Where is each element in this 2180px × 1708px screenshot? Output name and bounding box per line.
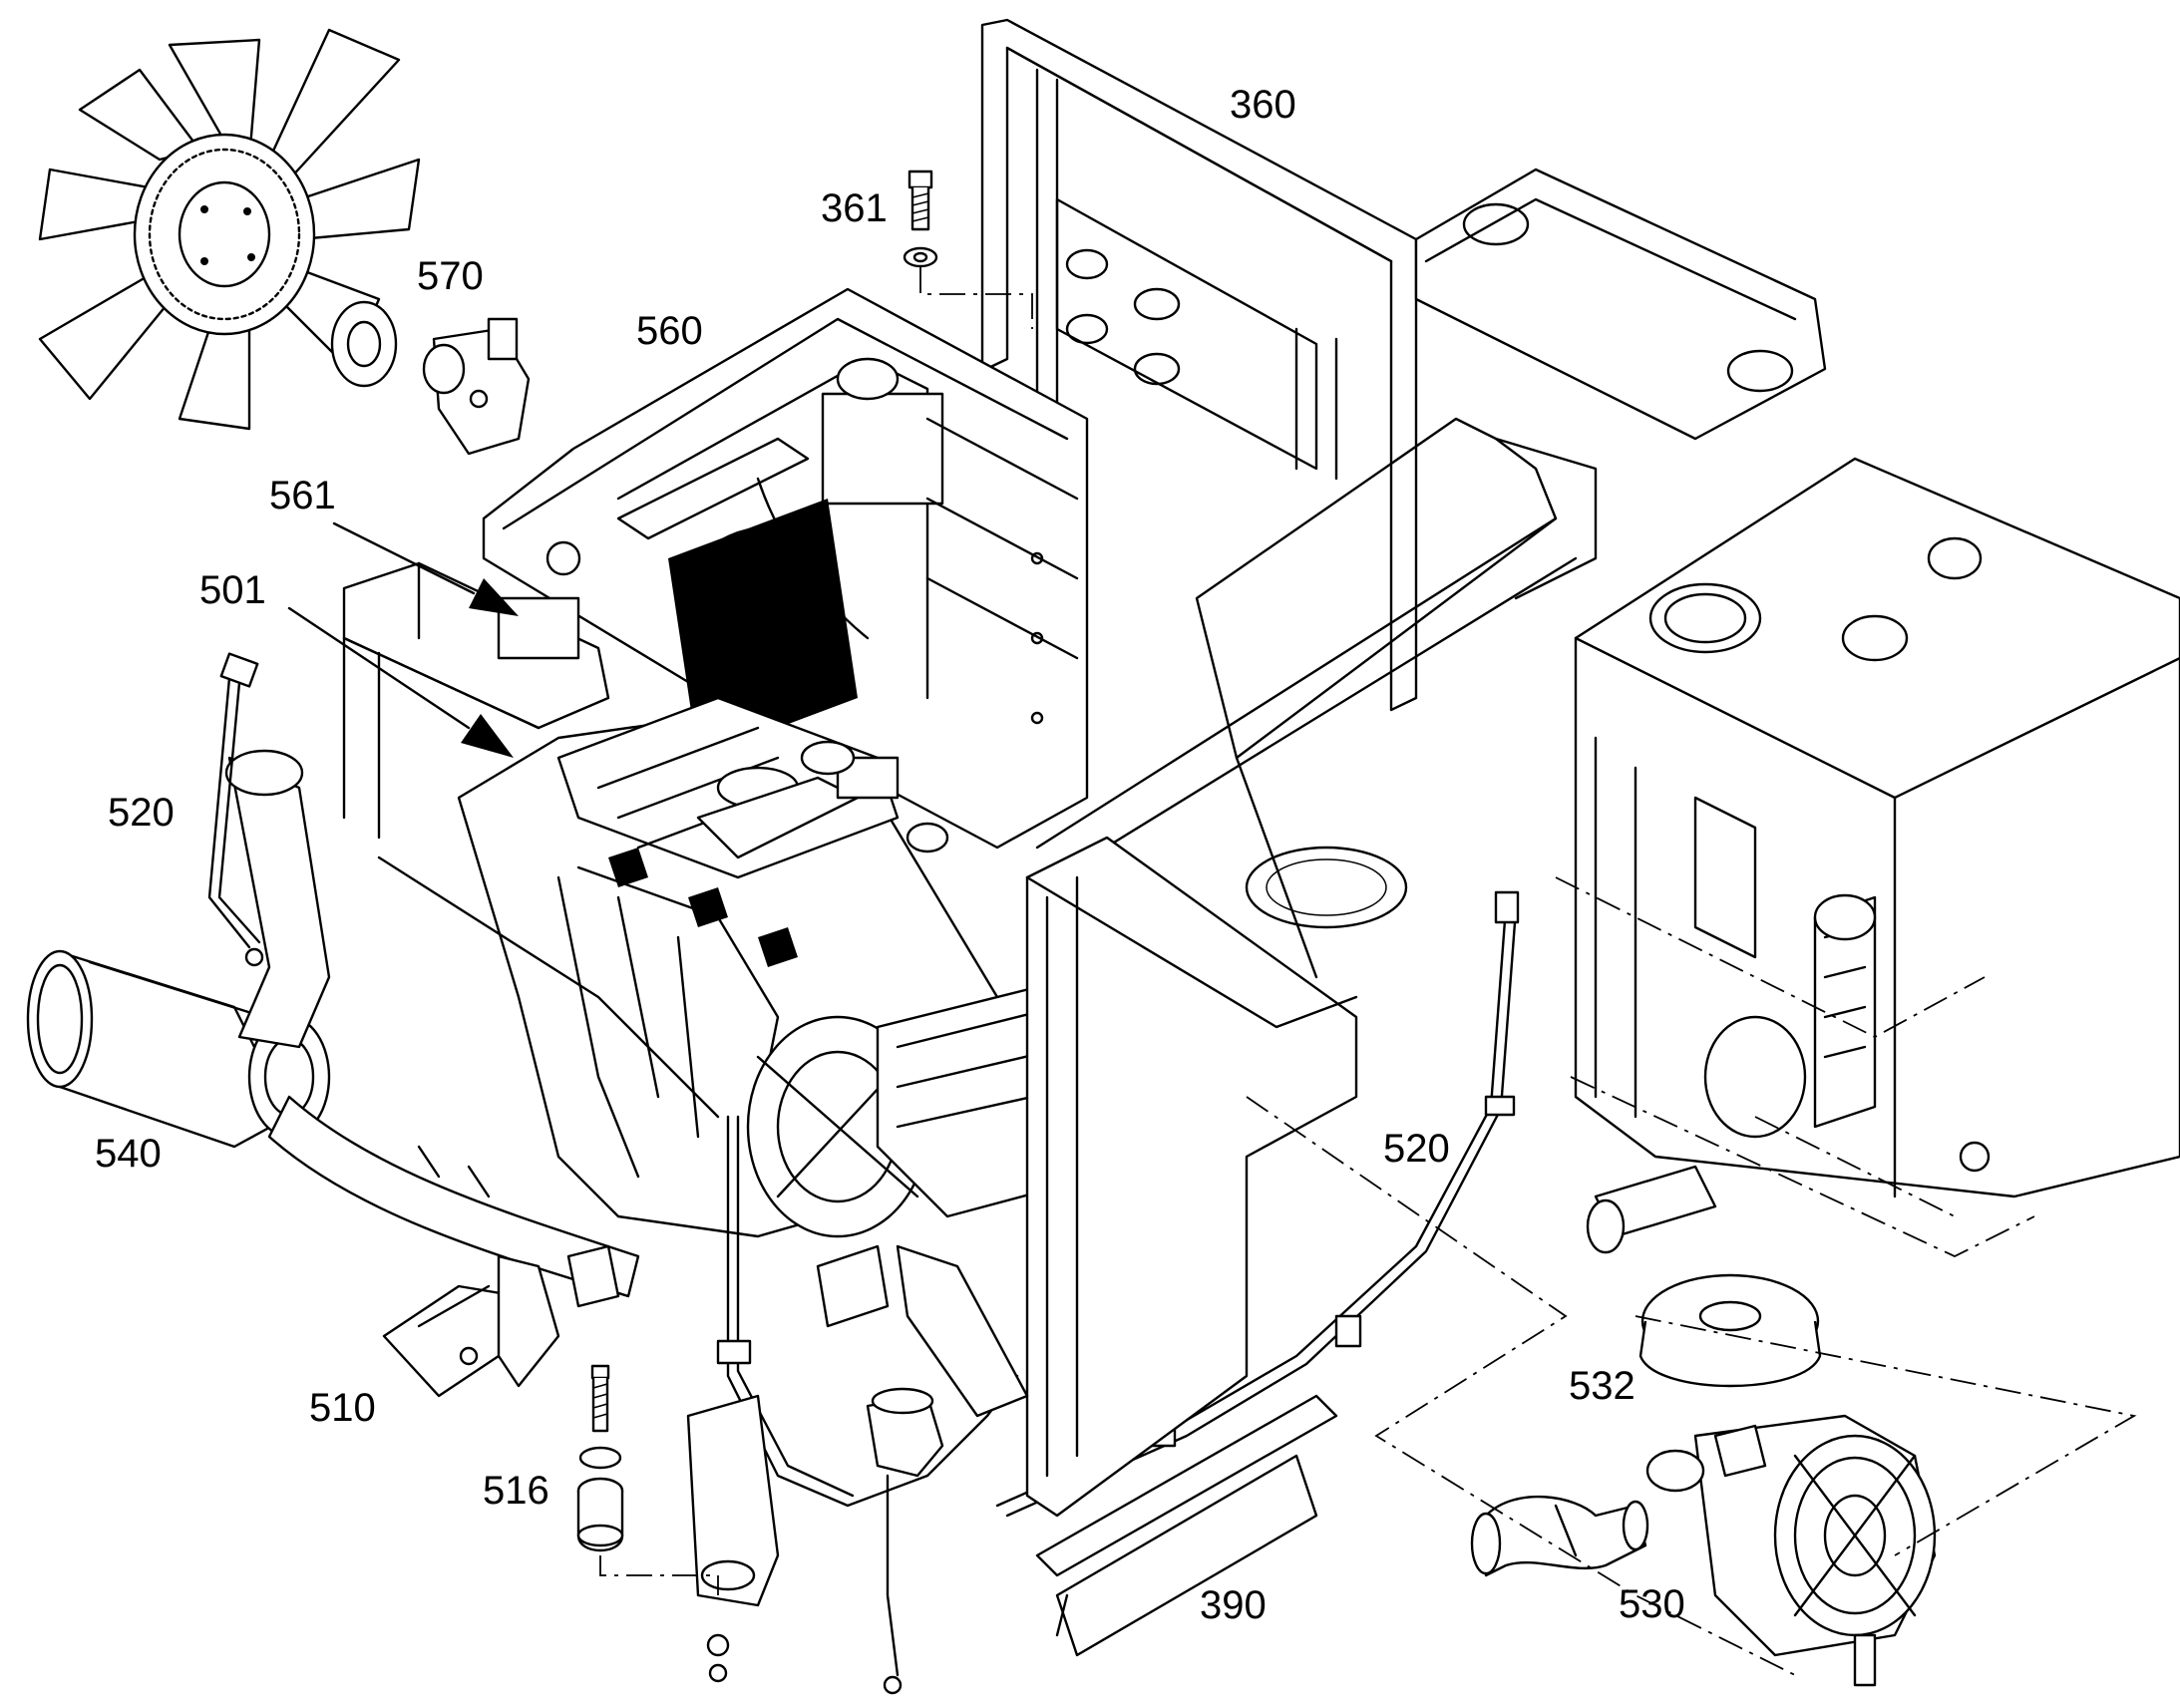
- cooling-fan: [38, 28, 421, 431]
- air-cleaner-530: [1645, 1414, 1937, 1687]
- callout-520-right: 520: [1383, 1127, 1450, 1171]
- callout-360: 360: [1230, 83, 1296, 127]
- callout-570: 570: [417, 254, 484, 298]
- callout-532: 532: [1569, 1364, 1635, 1408]
- callout-560: 560: [636, 309, 703, 353]
- callout-540: 540: [95, 1132, 162, 1176]
- muffler-540: [26, 749, 640, 1298]
- leader-arrows: [287, 521, 519, 758]
- radiator-560: [482, 287, 1089, 850]
- bolt-361: [903, 170, 938, 268]
- bracket-510: [382, 1244, 1029, 1418]
- upper-frame-360: [980, 18, 1418, 712]
- fan-hub-570: [330, 300, 531, 456]
- callout-labels: 360 361 570 560 561 501 520 540 520 510 …: [95, 83, 1685, 1627]
- callout-530: 530: [1619, 1582, 1685, 1626]
- callout-561: 561: [269, 474, 336, 517]
- callout-390: 390: [1200, 1583, 1267, 1627]
- intake-hose: [1470, 1495, 1649, 1577]
- callout-510: 510: [309, 1386, 376, 1430]
- engine-foot: [686, 1394, 780, 1683]
- callout-520-left: 520: [108, 791, 175, 835]
- mount-516: [576, 1364, 624, 1552]
- assembly-lines: [599, 267, 2137, 1676]
- fuel-filter: [866, 1387, 944, 1695]
- cover-532: [1638, 1273, 1822, 1388]
- callout-501: 501: [199, 568, 266, 612]
- hose-520-left: [207, 652, 264, 967]
- engine-harness: [377, 855, 1019, 1508]
- bracket-561: [342, 540, 610, 840]
- callout-361: 361: [821, 186, 888, 230]
- callout-516: 516: [483, 1469, 549, 1513]
- tank-assembly: [1574, 457, 2180, 1254]
- panel-390: [1025, 836, 1358, 1657]
- engine-501: [457, 696, 1109, 1238]
